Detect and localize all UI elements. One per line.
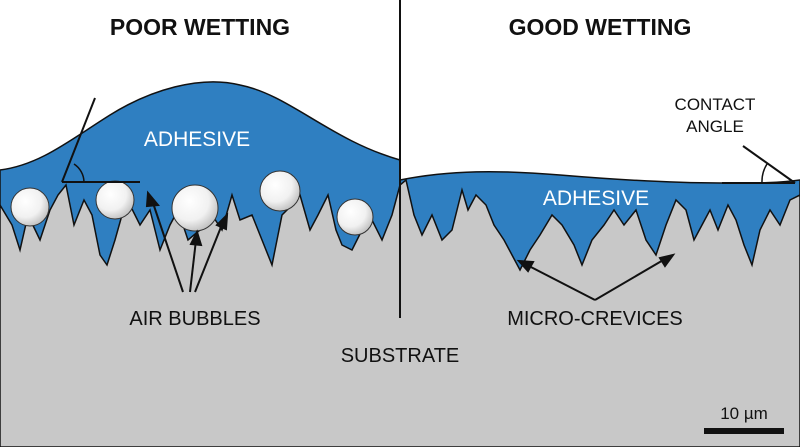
air-bubble [171, 184, 219, 232]
contact-angle-left [61, 97, 140, 183]
label-contact-angle-line2: ANGLE [686, 117, 744, 136]
micro-crevice-arrows [516, 253, 676, 301]
label-contact-angle-line1: CONTACT [675, 95, 756, 114]
label-substrate: SUBSTRATE [341, 345, 460, 367]
label-adhesive-right: ADHESIVE [543, 187, 649, 210]
air-bubble [95, 180, 135, 220]
air-bubble [336, 198, 374, 236]
label-adhesive-left: ADHESIVE [144, 128, 250, 151]
heading-poor-wetting: POOR WETTING [110, 14, 290, 40]
air-bubble [10, 187, 50, 227]
label-air-bubbles: AIR BUBBLES [129, 308, 260, 330]
contact-angle-right [722, 145, 796, 184]
air-bubbles [10, 170, 374, 236]
scale-bar [704, 428, 784, 434]
heading-good-wetting: GOOD WETTING [509, 14, 692, 40]
air-bubble [259, 170, 301, 212]
label-micro-crevices: MICRO-CREVICES [507, 308, 683, 330]
label-scale-bar: 10 µm [720, 404, 768, 423]
air-bubble-arrows [145, 190, 229, 293]
